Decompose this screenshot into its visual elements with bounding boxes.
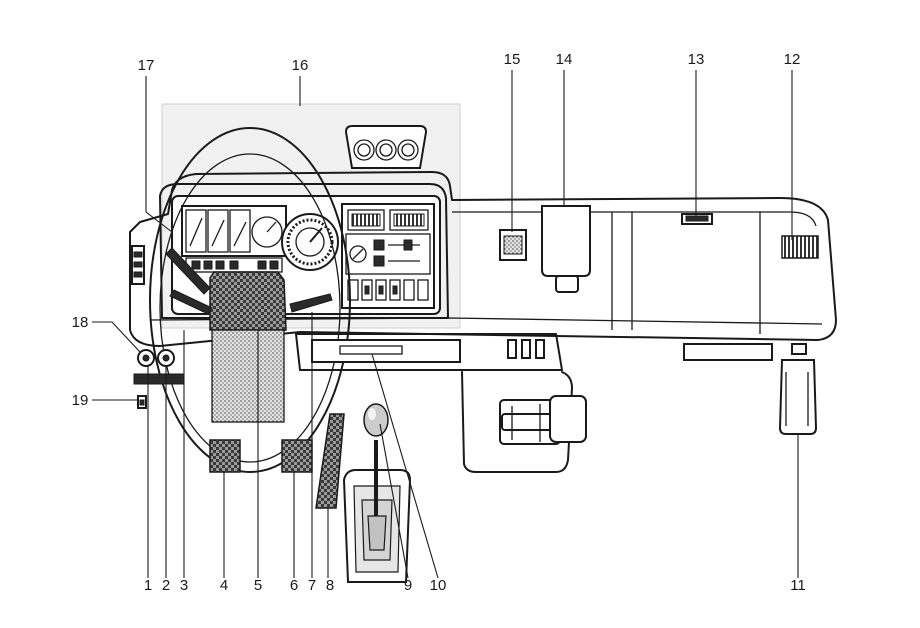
clutch-pedal bbox=[209, 439, 241, 473]
callout-6: 6 bbox=[290, 577, 298, 594]
console-switch-3 bbox=[535, 339, 545, 359]
washer-reservoir bbox=[778, 343, 818, 435]
small-gauges bbox=[185, 209, 283, 253]
gauge-cluster-left bbox=[181, 205, 287, 257]
callout-19: 19 bbox=[72, 392, 89, 409]
callout-16: 16 bbox=[292, 57, 309, 74]
callout-1: 1 bbox=[144, 577, 152, 594]
radio-slot bbox=[311, 339, 461, 363]
steering-wheel bbox=[149, 127, 351, 473]
callout-2: 2 bbox=[162, 577, 170, 594]
accelerator-pedal bbox=[315, 413, 345, 509]
glove-box-vent bbox=[541, 205, 591, 277]
steering-column bbox=[211, 329, 285, 423]
right-stalk bbox=[289, 293, 333, 313]
steering-wheel-inner bbox=[159, 153, 341, 463]
callout-3: 3 bbox=[180, 577, 188, 594]
heater-knob bbox=[349, 245, 367, 263]
callout-15: 15 bbox=[504, 51, 521, 68]
callout-11: 11 bbox=[790, 577, 806, 594]
gear-lever bbox=[342, 403, 412, 583]
callout-13: 13 bbox=[688, 51, 705, 68]
callout-5: 5 bbox=[254, 577, 262, 594]
callout-17: 17 bbox=[138, 57, 155, 74]
callout-12: 12 bbox=[784, 51, 801, 68]
callout-labels: 1 2 3 4 5 6 7 8 9 10 11 12 13 14 15 16 1… bbox=[72, 51, 806, 594]
callout-9: 9 bbox=[404, 577, 412, 594]
callout-4: 4 bbox=[220, 577, 228, 594]
steering-column-cover bbox=[209, 271, 287, 331]
console-switch-1 bbox=[507, 339, 517, 359]
speedometer-gauge bbox=[281, 213, 339, 271]
instrument-hood bbox=[159, 183, 449, 319]
left-stalk-upper bbox=[165, 247, 211, 295]
callout-7: 7 bbox=[308, 577, 316, 594]
dashboard-top-trim bbox=[452, 211, 817, 227]
callout-10: 10 bbox=[430, 577, 447, 594]
callout-18: 18 bbox=[72, 314, 89, 331]
left-stalk-lower bbox=[169, 289, 213, 315]
callout-8: 8 bbox=[326, 577, 334, 594]
callout-14: 14 bbox=[556, 51, 573, 68]
side-vent bbox=[781, 235, 819, 259]
auxiliary-gauges bbox=[344, 125, 428, 169]
lower-switch-bar bbox=[133, 373, 185, 385]
rocker-switches bbox=[347, 279, 429, 301]
brake-pedal bbox=[281, 439, 313, 473]
center-console bbox=[295, 333, 563, 371]
console-switch-2 bbox=[521, 339, 531, 359]
lower-passenger-panel bbox=[683, 343, 773, 361]
dashboard-outline bbox=[129, 171, 837, 347]
console-lower-box bbox=[461, 371, 573, 473]
handbrake-unit bbox=[499, 395, 587, 445]
leader-lines bbox=[92, 70, 799, 579]
